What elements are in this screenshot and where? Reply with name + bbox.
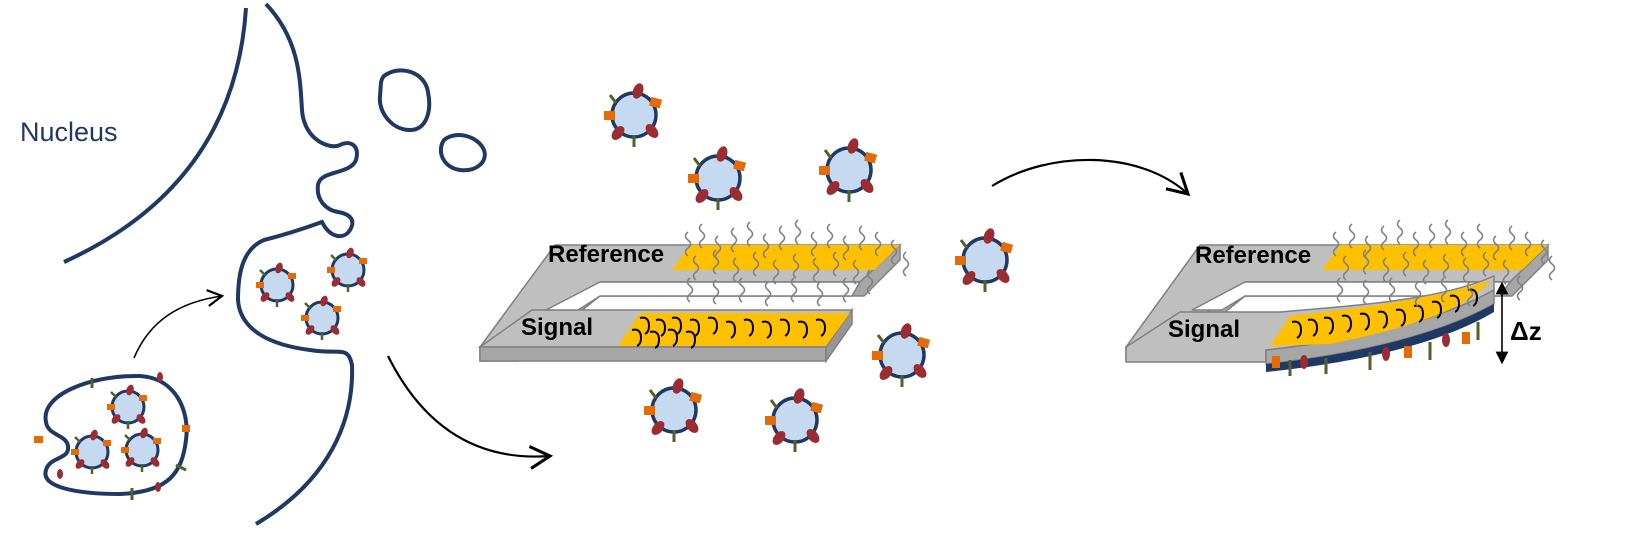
cell-panel: Nucleus bbox=[20, 2, 487, 526]
reference-label: Reference bbox=[548, 241, 664, 268]
exosome-vesicle bbox=[870, 320, 932, 389]
signal-label: Signal bbox=[1168, 316, 1240, 343]
released-blob bbox=[438, 133, 487, 173]
exosome-vesicle bbox=[119, 425, 163, 474]
signal-label: Signal bbox=[521, 314, 593, 341]
gold-pad-reference bbox=[672, 245, 900, 270]
exosome-vesicle bbox=[69, 427, 113, 476]
delta-z-label: Δz bbox=[1510, 316, 1542, 346]
exosome-vesicle bbox=[602, 80, 664, 149]
exosome-vesicle bbox=[686, 143, 748, 212]
gold-pad-reference bbox=[1322, 245, 1548, 270]
gold-pad-signal bbox=[1270, 280, 1490, 346]
trafficking-arrow bbox=[133, 289, 225, 359]
cantilever-device-before: Reference Signal bbox=[477, 219, 910, 364]
exosome-vesicle bbox=[254, 260, 298, 309]
binding-arrow bbox=[991, 158, 1191, 197]
exosome-vesicle bbox=[642, 375, 704, 444]
exosome-vesicle bbox=[953, 225, 1015, 294]
exosome-vesicle bbox=[299, 293, 343, 342]
nucleus-membrane bbox=[63, 7, 248, 264]
nucleus-label: Nucleus bbox=[20, 117, 118, 147]
budding-blob bbox=[320, 152, 356, 160]
release-arrow bbox=[387, 355, 554, 470]
exosome-vesicle bbox=[325, 245, 369, 294]
bound-exosome-layer bbox=[1266, 304, 1494, 376]
exosome-vesicle bbox=[105, 382, 149, 431]
exosome-vesicle bbox=[817, 135, 879, 204]
multivesicular-body bbox=[43, 373, 189, 497]
exosome-vesicle bbox=[763, 385, 825, 454]
plasma-membrane bbox=[235, 2, 359, 526]
reference-label: Reference bbox=[1195, 242, 1311, 269]
released-blob bbox=[377, 68, 432, 133]
cantilever-device-after: Reference Signal Δz bbox=[1124, 219, 1556, 376]
